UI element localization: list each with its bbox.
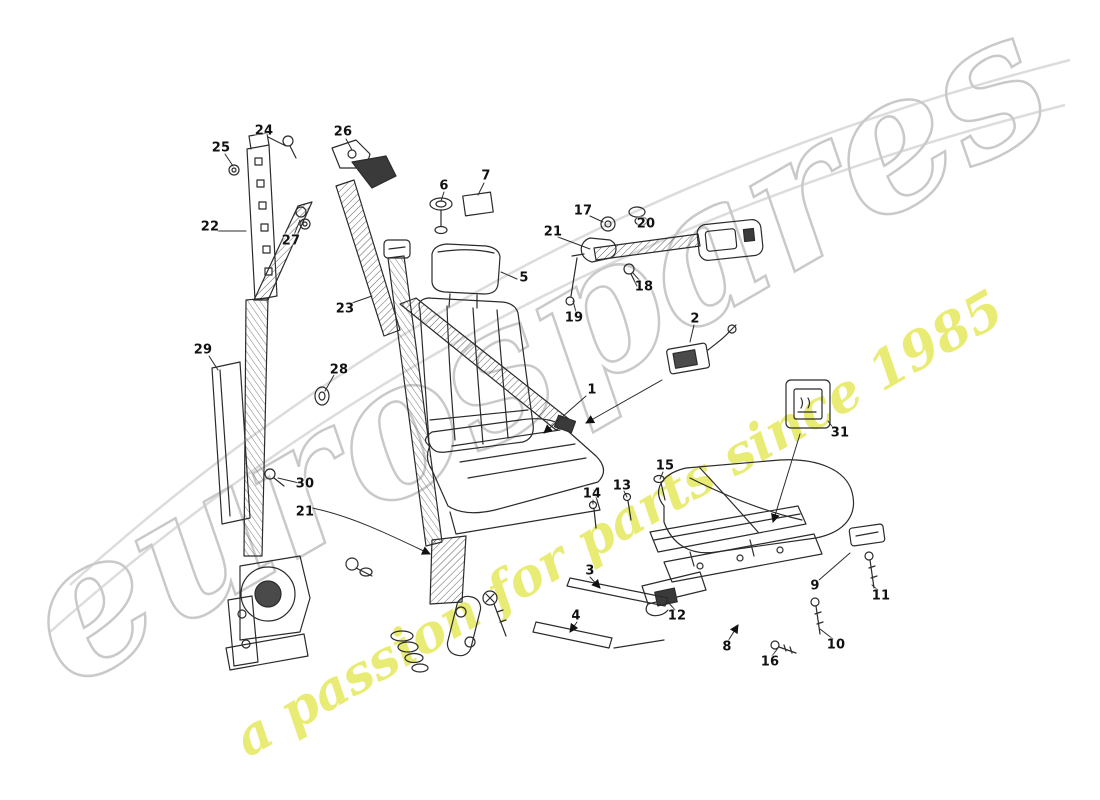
- trim-strips: [532, 577, 669, 649]
- belt-retractor: [225, 555, 373, 671]
- leader-lines: [208, 136, 879, 657]
- swoosh-curve-bottom: [49, 103, 1066, 633]
- watermark: eurospares a passion for parts since 198…: [0, 0, 1086, 769]
- grommet-and-plate: [429, 191, 494, 235]
- fixing-screws: [588, 474, 878, 654]
- lower-anchor-hardware: [390, 535, 507, 673]
- sensor-module: [666, 324, 737, 375]
- upper-anchor-hardware: [228, 135, 397, 230]
- buckle-stalk-assembly: [565, 206, 764, 306]
- belt-trim-cover: [211, 361, 330, 525]
- seat-base-assembly: [641, 459, 886, 617]
- heated-seat-switch: [785, 379, 831, 429]
- diagram-art: [208, 132, 886, 673]
- swoosh-curve-top: [69, 58, 1071, 586]
